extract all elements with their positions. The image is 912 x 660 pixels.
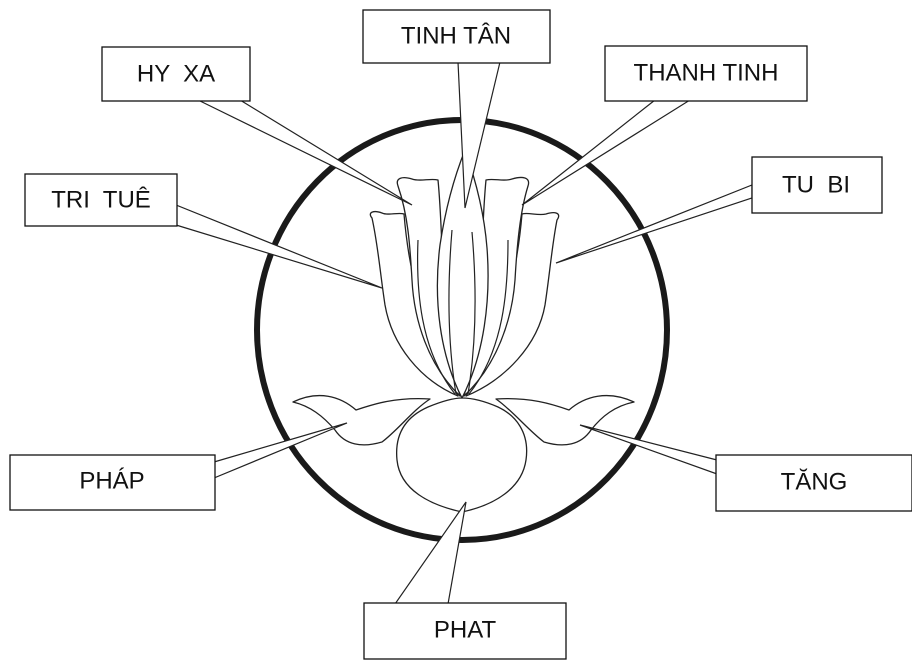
label-tang: TĂNG (716, 455, 912, 511)
label-text-phap: PHÁP (79, 467, 144, 494)
lotus-base-bulb (397, 398, 527, 512)
label-text-tu-bi: TU BI (782, 171, 850, 198)
label-tri-tue: TRI TUÊ (25, 174, 177, 226)
callout-tri-tue (176, 205, 382, 288)
callout-thanh-tinh (522, 100, 690, 205)
label-text-hy-xa: HY XA (137, 60, 215, 87)
callout-hy-xa (198, 100, 412, 205)
label-tu-bi: TU BI (752, 157, 882, 213)
label-text-tri-tue: TRI TUÊ (51, 186, 151, 213)
label-text-tang: TĂNG (781, 468, 848, 495)
lotus-flower (293, 150, 634, 512)
label-text-tinh-tan: TINH TÂN (401, 22, 511, 49)
label-hy-xa: HY XA (102, 47, 250, 101)
label-thanh-tinh: THANH TINH (605, 46, 807, 101)
label-text-thanh-tinh: THANH TINH (634, 59, 779, 86)
label-phat: PHAT (364, 603, 566, 659)
callout-tang (580, 425, 717, 474)
label-tinh-tan: TINH TÂN (363, 10, 550, 63)
callout-phat (395, 502, 466, 604)
label-text-phat: PHAT (434, 616, 497, 643)
label-phap: PHÁP (10, 455, 215, 510)
